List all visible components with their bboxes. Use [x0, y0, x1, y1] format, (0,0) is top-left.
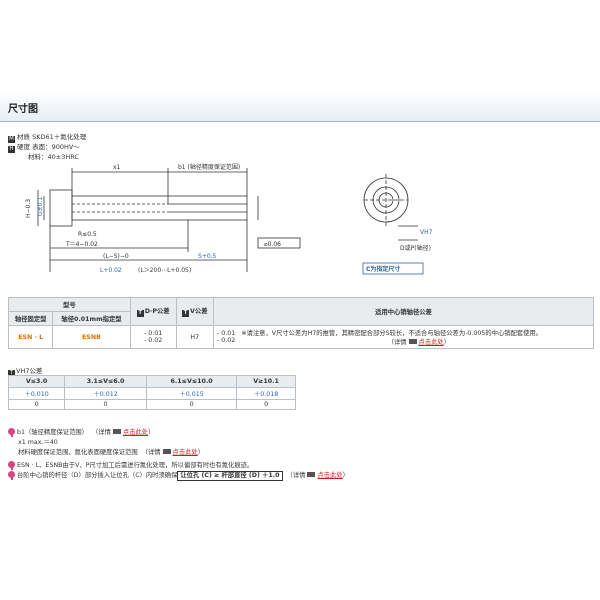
- h-label: H−0.3: [25, 199, 32, 218]
- hardness-mark-icon: H: [8, 146, 15, 153]
- l-label: L+0.02: [100, 267, 122, 274]
- detail-link[interactable]: 点击此处: [317, 472, 343, 480]
- t-label: T＝4−0.02: [65, 241, 98, 248]
- table-row: 0 0 0 0: [7, 399, 296, 410]
- dp-label: D或P(轴径): [400, 244, 431, 252]
- tolerance-mark-icon: T: [8, 370, 15, 377]
- pin-icon: [8, 428, 15, 437]
- tolerance-mark-icon: T: [136, 310, 144, 317]
- detail-link[interactable]: 点击此处: [172, 448, 198, 456]
- g-label: G±0.1: [37, 197, 44, 216]
- model-spec: ESNB: [52, 325, 131, 349]
- note-b1: b1（轴径精度保证范围） （详情点击此处）: [8, 428, 349, 438]
- notes: b1（轴径精度保证范围） （详情点击此处） x1 max.＝40 材料硬度保证范…: [8, 428, 349, 482]
- s-label: S+0.5: [198, 253, 217, 260]
- vh7-table: V≤3.0 3.1≤V≤6.0 6.1≤V≤10.0 V≥10.1 ＋0.010…: [7, 375, 296, 410]
- b1-label: b1 (轴径精度保证范围): [178, 163, 240, 171]
- link-icon: [112, 429, 121, 434]
- pin-icon: [8, 461, 15, 471]
- model-fix: ESN · L: [7, 325, 54, 349]
- fix-header: 轴径固定型: [7, 311, 54, 326]
- note-nitride: ESN · L、ESNB由于V、P尺寸加工后需进行氮化处理，所以偏部有时也有氮化…: [8, 461, 349, 471]
- table-row: ESN · L ESNB - 0.01- 0.02 H7 - 0.01 ※请注意…: [7, 325, 594, 349]
- detail-link[interactable]: 点击此处: [122, 429, 149, 436]
- vh7-label: VH7: [420, 229, 433, 236]
- model-header: 型号: [8, 297, 131, 312]
- tolerance-mark-icon: T: [182, 310, 190, 317]
- link-icon: [408, 339, 417, 344]
- ls-label: (L−S)−0: [103, 253, 129, 260]
- section-header: 尺寸图: [0, 90, 600, 122]
- c-note-label: C为指定尺寸: [366, 265, 400, 273]
- section-title: 尺寸图: [8, 104, 38, 115]
- note-clearance: 台阶中心销的杆径（D）部分插入让位孔（C）内时须确保让位孔 (C) ≥ 杆部直径…: [8, 471, 349, 482]
- pin-icon: [8, 471, 15, 481]
- detail-link[interactable]: 点击此处: [418, 339, 444, 346]
- link-icon: [307, 472, 316, 478]
- clearance-formula: 让位孔 (C) ≥ 杆部直径 (D) ＋1.0: [177, 471, 283, 482]
- link-icon: [162, 448, 171, 454]
- l200-label: (L＞200⋯L+0.05): [138, 267, 191, 274]
- x1-label: x1: [113, 164, 121, 171]
- r-label: R≤0.5: [78, 231, 97, 238]
- tolerance-header: 适用中心销轴径公差: [213, 297, 594, 326]
- spec-hardness-core: 材料：40±3HRC: [28, 153, 79, 161]
- v-tolerance: H7: [175, 325, 215, 349]
- table-row: ＋0.010 ＋0.012 ＋0.015 ＋0.018: [7, 387, 296, 400]
- dp-tolerance: - 0.01- 0.02: [129, 325, 177, 349]
- spec-header: 轴径0.01mm指定型: [52, 311, 131, 326]
- material-mark-icon: M: [8, 136, 15, 143]
- dia-label: ⌀0.06: [264, 241, 281, 248]
- pin-tolerance: - 0.01 ※请注意，V尺寸公差为H7的推管，其精密配合部分S较长，不适合与轴…: [213, 325, 594, 349]
- dimension-drawing: x1 b1 (轴径精度保证范围) H−0.3 G±0.1 R≤0.5 T＝4−0…: [25, 163, 433, 275]
